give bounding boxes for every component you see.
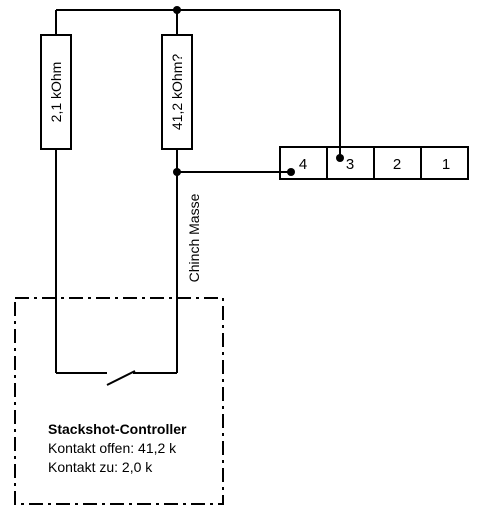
top-junction-dot bbox=[173, 6, 181, 14]
connector-pin-1: 1 bbox=[442, 156, 450, 173]
controller-title: Stackshot-Controller bbox=[48, 421, 187, 437]
controller-line-1: Kontakt offen: 41,2 k bbox=[48, 440, 177, 456]
resistor-right-label: 41,2 kOhm? bbox=[169, 54, 185, 130]
controller-boundary bbox=[14, 297, 224, 505]
resistor-left-label: 2,1 kOhm bbox=[48, 62, 64, 123]
pin3-dot bbox=[336, 154, 344, 162]
resistor-left bbox=[40, 34, 72, 150]
pin4-dot bbox=[287, 168, 295, 176]
connector-pin-2: 2 bbox=[393, 156, 401, 173]
controller-line-2: Kontakt zu: 2,0 k bbox=[48, 459, 153, 475]
switch-lever bbox=[106, 370, 136, 386]
connector-pin-4: 4 bbox=[299, 156, 307, 173]
wire-label: Chinch Masse bbox=[186, 193, 202, 282]
connector-pin-3: 3 bbox=[346, 156, 354, 173]
